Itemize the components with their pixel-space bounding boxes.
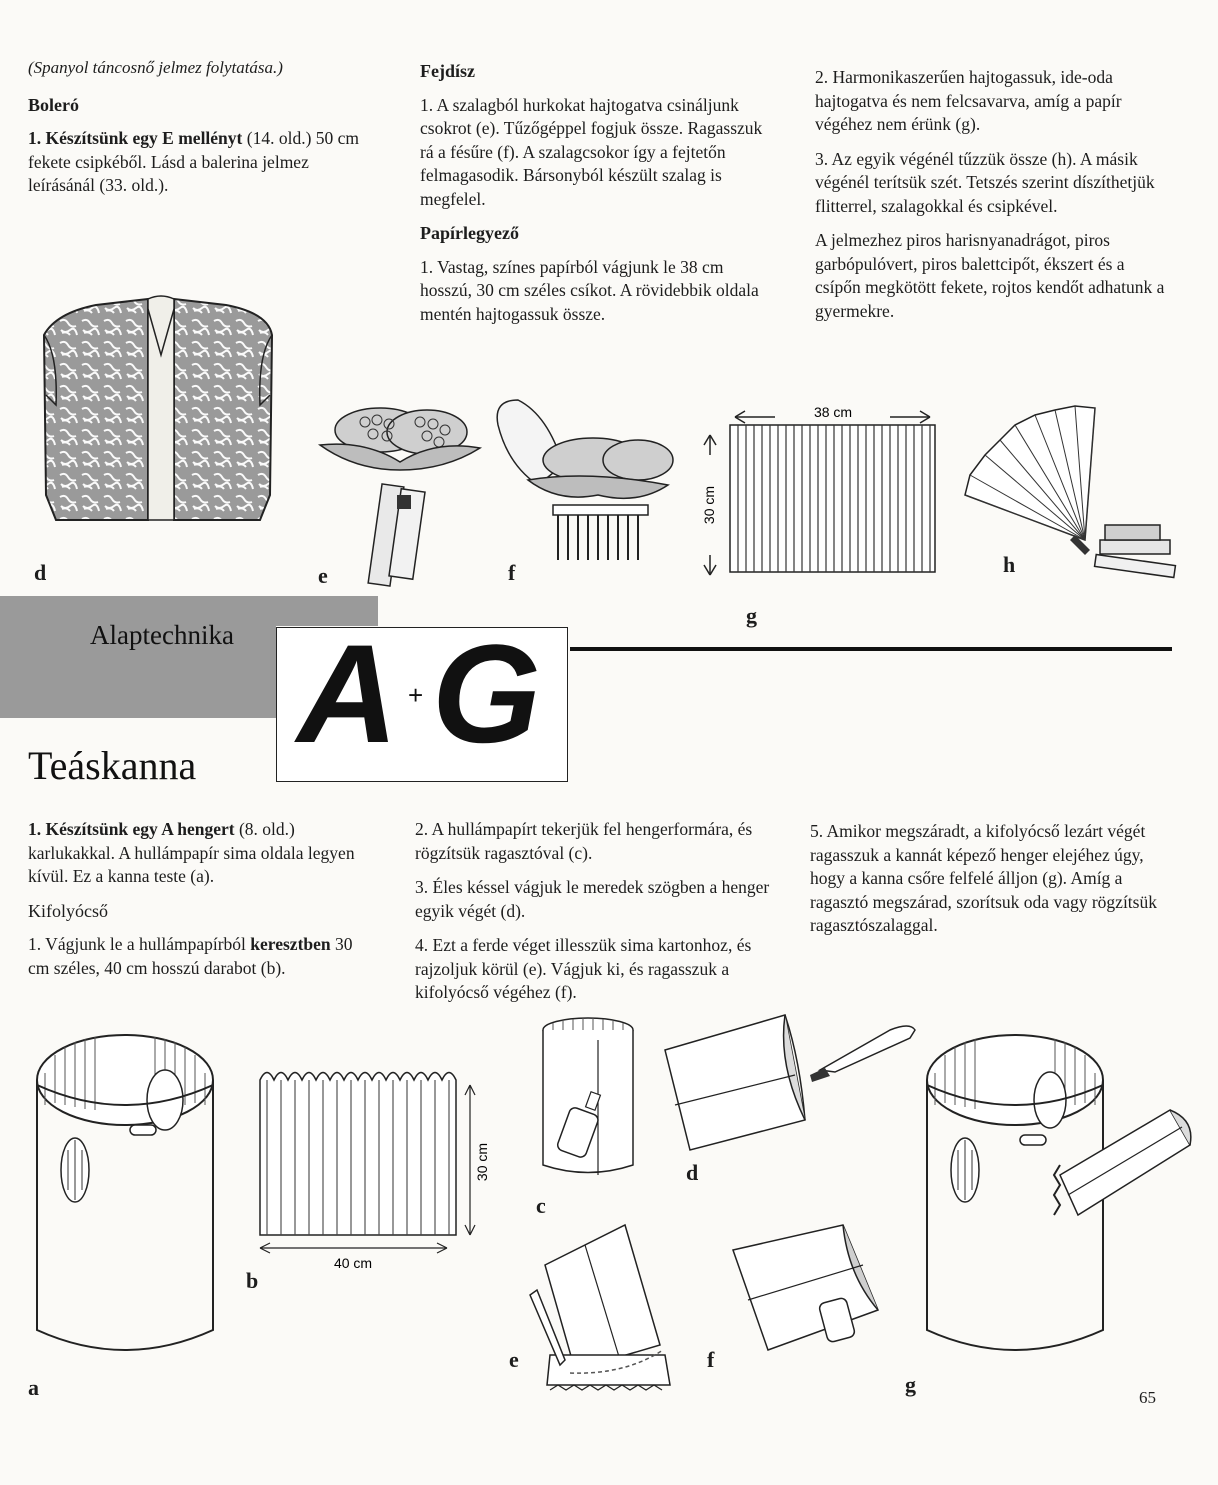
figure-label-e-bottom: e	[509, 1347, 519, 1372]
column-3-bottom: 5. Amikor megszáradt, a kifolyócső lezár…	[810, 820, 1170, 949]
technique-logo-a: A	[297, 615, 399, 772]
rolled-tube-illustration	[542, 1017, 634, 1175]
continuation-note: (Spanyol táncosnő jelmez folytatása.)	[28, 58, 283, 77]
technique-banner-divider	[570, 647, 1172, 651]
heading-papirlegyezo: Papírlegyező	[420, 223, 519, 243]
paragraph-spout-step-1: 1. Vágjunk le a hullámpapírból keresztbe…	[28, 934, 353, 978]
technique-logo-plus: +	[408, 680, 424, 710]
paragraph-costume: A jelmezhez piros harisnyanadrágot, piro…	[815, 230, 1165, 321]
paragraph-fejdisz: 1. A szalagból hurkokat hajtogatva csiná…	[420, 94, 763, 209]
figure-label-f-bottom: f	[707, 1347, 715, 1372]
heading-kifolyocso: Kifolyócső	[28, 900, 108, 921]
fan-width-label: 38 cm	[814, 404, 852, 420]
fan-height-label: 30 cm	[701, 486, 717, 524]
paragraph-spout-step-2: 2. A hullámpapírt tekerjük fel hengerfor…	[415, 819, 753, 863]
column-2-top: Fejdísz 1. A szalagból hurkokat hajtogat…	[420, 60, 765, 337]
paragraph-step-2: 2. Harmonikaszerűen hajtogassuk, ide-oda…	[815, 67, 1122, 134]
ribbon-bow-illustration	[317, 407, 483, 587]
technique-banner-band	[0, 626, 276, 718]
figure-label-c-bottom: c	[536, 1193, 546, 1218]
tube-with-cap-illustration	[732, 1224, 879, 1351]
bolero-vest-illustration	[42, 295, 274, 521]
column-3-top: 2. Harmonikaszerűen hajtogassuk, ide-oda…	[815, 66, 1165, 334]
column-2-bottom: 2. A hullámpapírt tekerjük fel hengerfor…	[415, 818, 775, 1016]
figure-label-g-top: g	[746, 603, 757, 628]
comb-with-bow-illustration	[496, 399, 674, 560]
sheet-height-label: 30 cm	[474, 1143, 490, 1181]
tube-with-knife-illustration	[664, 1014, 916, 1151]
column-1-bottom: 1. Készítsünk egy A hengert (8. old.) ka…	[28, 818, 373, 991]
paragraph-spout-step-4: 4. Ezt a ferde véget illesszük sima kart…	[415, 935, 752, 1002]
pleated-paper-illustration: 38 cm 30 cm	[701, 404, 936, 576]
figure-label-a-bottom: a	[28, 1375, 39, 1400]
paragraph-bolero: 1. Készítsünk egy E mellényt (14. old.) …	[28, 128, 360, 195]
figure-label-d-bottom: d	[686, 1160, 699, 1185]
corrugated-sheet-illustration: 40 cm 30 cm	[259, 1071, 490, 1271]
technique-banner-band-top	[0, 596, 378, 626]
column-1-top: (Spanyol táncosnő jelmez folytatása.) Bo…	[28, 56, 373, 209]
tracing-on-cardboard-illustration	[529, 1223, 671, 1391]
paper-fan-illustration	[964, 405, 1177, 579]
heading-bolero: Boleró	[28, 94, 79, 115]
figure-label-b-bottom: b	[246, 1268, 259, 1293]
sheet-width-label: 40 cm	[334, 1255, 372, 1271]
page-title: Teáskanna	[28, 743, 197, 788]
figure-label-f-top: f	[508, 560, 516, 585]
cylinder-body-illustration	[36, 1034, 214, 1351]
technique-banner-label: Alaptechnika	[90, 620, 234, 650]
figure-label-e-top: e	[318, 563, 328, 588]
technique-logo-box: A + G	[276, 615, 568, 782]
paragraph-step-3: 3. Az egyik végénél tűzzük össze (h). A …	[815, 148, 1155, 216]
figure-label-d-top: d	[34, 560, 47, 585]
assembled-teapot-illustration	[926, 1034, 1192, 1351]
paragraph-spout-step-3: 3. Éles késsel vágjuk le meredek szögben…	[415, 877, 770, 921]
heading-fejdisz: Fejdísz	[420, 61, 475, 81]
figure-label-h-top: h	[1003, 552, 1016, 577]
paragraph-papirlegyezo: 1. Vastag, színes papírból vágjunk le 38…	[420, 256, 759, 324]
paragraph-spout-step-5: 5. Amikor megszáradt, a kifolyócső lezár…	[810, 821, 1157, 935]
page-number: 65	[1139, 1388, 1156, 1407]
paragraph-cylinder: 1. Készítsünk egy A hengert (8. old.) ka…	[28, 819, 355, 886]
technique-logo-g: G	[432, 615, 541, 772]
figure-label-g-bottom: g	[905, 1372, 916, 1397]
